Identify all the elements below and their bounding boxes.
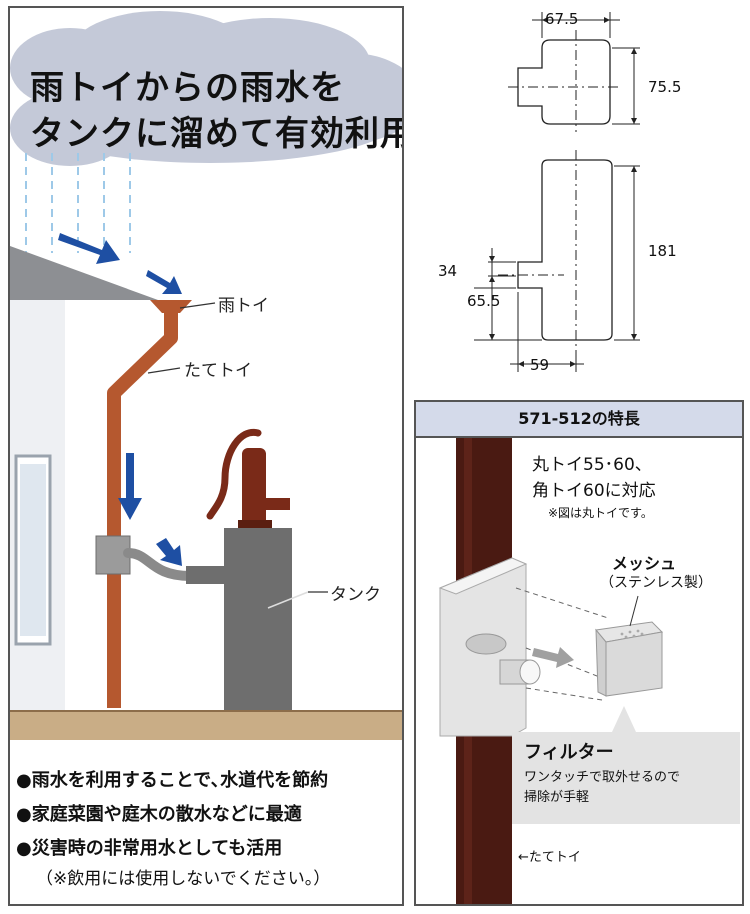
dimension-drawing (474, 12, 640, 372)
callout-gutter: 雨トイ (218, 296, 269, 316)
bullet-garden: ●家庭菜園や庭木の散水などに最適 (16, 804, 302, 825)
collector-illustration (438, 438, 740, 904)
callout-tank: タンク (330, 585, 381, 605)
flow-arrows (58, 233, 182, 566)
gutter-funnel (150, 300, 192, 313)
water-tank (224, 528, 292, 714)
bullet-save-water: ●雨水を利用することで､水道代を節約 (16, 770, 329, 791)
window-glass (20, 464, 46, 636)
hand-pump (206, 428, 290, 530)
roof (10, 246, 158, 300)
feature-panel: 571-512の特長 (414, 400, 744, 906)
connection-hose (123, 548, 195, 581)
callout-downpipe: たてトイ (184, 361, 252, 381)
mesh-label: メッシュ (612, 554, 677, 573)
filter-part (595, 621, 664, 697)
dim-offset-a: 34 (438, 262, 458, 280)
filter-desc-2: 掃除が手軽 (524, 790, 590, 805)
dim-top-width: 67.5 (545, 10, 579, 28)
filter-callout-box (512, 732, 740, 824)
rainwater-illustration-panel: 雨トイからの雨水を タンクに溜めて有効利用 雨トイ たてトイ タンク ●雨水を利… (8, 6, 404, 906)
insert-arrow (532, 647, 574, 668)
filter-desc-1: ワンタッチで取外せるので (524, 770, 681, 785)
headline-line-2: タンクに溜めて有効利用 (30, 114, 404, 154)
rainwater-scene (10, 11, 402, 740)
mesh-leader (629, 595, 639, 627)
downpipe-leader (147, 367, 181, 374)
bullet-emergency: ●災害時の非常用水としても活用 (16, 838, 283, 859)
dim-top-height: 75.5 (648, 78, 682, 96)
downpipe-label: ←たてトイ (518, 850, 581, 865)
compat-line-1: 丸トイ55･60、 (532, 455, 652, 475)
tank-inlet (186, 566, 226, 584)
dim-bottom-width: 59 (530, 356, 550, 374)
rain-lines (25, 153, 131, 253)
dim-offset-b: 65.5 (467, 292, 501, 310)
feature-header: 571-512の特長 (416, 402, 742, 438)
top-view-outline (517, 39, 611, 125)
front-view-outline (517, 159, 613, 341)
headline-line-1: 雨トイからの雨水を (30, 68, 345, 108)
mesh-material: （ステンレス製） (600, 575, 712, 591)
gutter-leader (179, 302, 216, 309)
cloud-shape (10, 11, 402, 166)
tank-leader (267, 591, 309, 609)
compat-line-2: 角トイ60に対応 (532, 481, 656, 501)
dim-total-height: 181 (648, 242, 677, 260)
compat-note: ※図は丸トイです。 (548, 506, 653, 520)
filter-label: フィルター (524, 742, 614, 763)
ground (10, 710, 402, 740)
not-drinkable-note: （※飲用には使用しないでください。） (36, 869, 331, 889)
